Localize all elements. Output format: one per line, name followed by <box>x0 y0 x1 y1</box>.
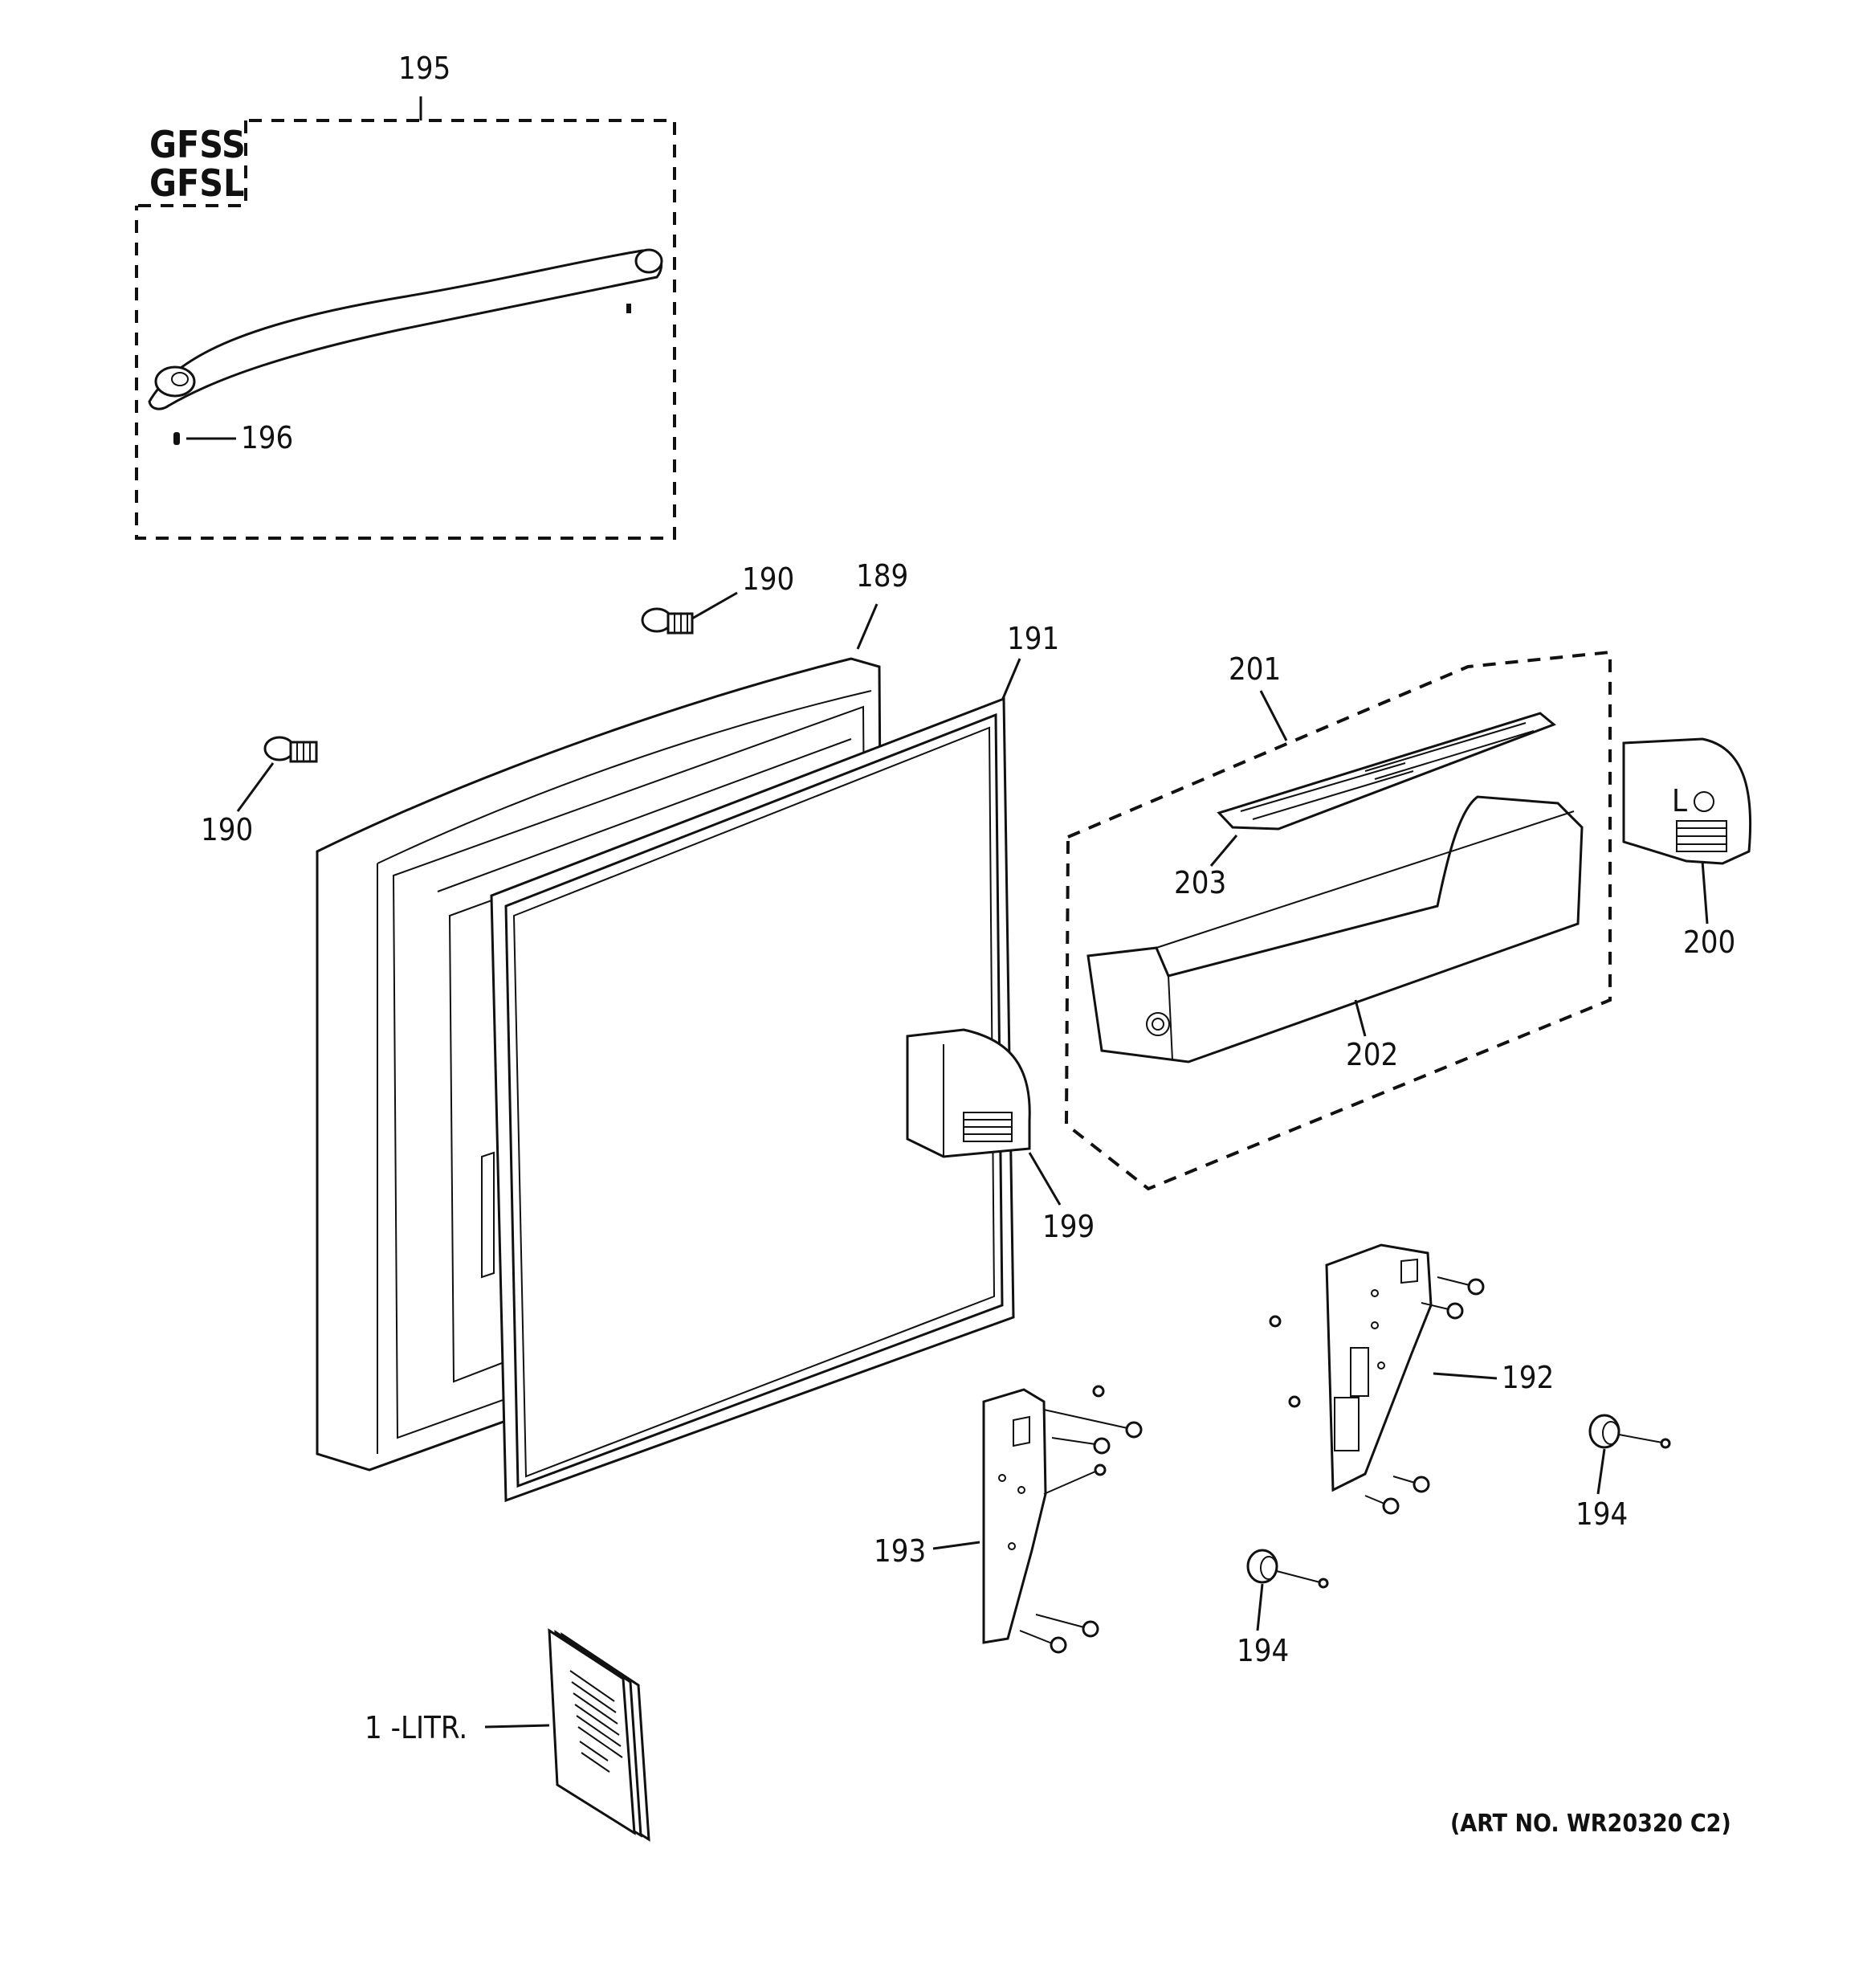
callout-196: 196 <box>241 420 293 455</box>
handle-screw-right <box>626 304 631 313</box>
handle-hole-left <box>171 372 189 386</box>
callout-199: 199 <box>1042 1209 1095 1244</box>
callout-194-right: 194 <box>1576 1496 1628 1532</box>
callout-literature: 1 -LITR. <box>365 1710 467 1745</box>
door-stop-right <box>1588 1414 1671 1449</box>
callout-190-upper: 190 <box>742 561 794 597</box>
leader-189 <box>856 603 879 650</box>
leader-190-upper <box>691 591 738 620</box>
leader-192 <box>1433 1372 1498 1380</box>
shoulder-screw-upper <box>641 607 694 635</box>
bin-kit-boundary <box>1064 650 1612 1191</box>
door-bin <box>1086 795 1584 1063</box>
bin-label-plate <box>1217 712 1556 831</box>
callout-202: 202 <box>1346 1037 1398 1072</box>
callout-192: 192 <box>1502 1360 1554 1395</box>
door-handle <box>148 249 662 410</box>
shoulder-screw-lower <box>263 736 318 763</box>
callout-200: 200 <box>1683 925 1735 960</box>
leader-190-lower <box>236 762 275 812</box>
bin-end-cap-right: L <box>1622 737 1752 865</box>
leader-litr <box>484 1724 550 1729</box>
model-label-box <box>137 120 247 207</box>
art-number: (ART NO. WR20320 C2) <box>1450 1810 1731 1838</box>
leader-193 <box>932 1541 980 1550</box>
callout-195: 195 <box>398 51 450 86</box>
leader-194-left <box>1256 1583 1264 1631</box>
handle-end-left <box>154 365 196 398</box>
handle-kit-group: GFSS GFSL 195 196 <box>135 51 676 540</box>
leader-203 <box>1209 835 1238 867</box>
literature-booklet <box>548 1628 650 1842</box>
door-gasket <box>490 696 1015 1503</box>
handle-kit-boundary <box>135 119 676 540</box>
hinge-bracket-right-screws <box>1269 1276 1485 1515</box>
svg-text:L: L <box>1672 783 1687 818</box>
callout-194-left: 194 <box>1237 1633 1289 1668</box>
hinge-bracket-right <box>1325 1243 1433 1492</box>
leader-191 <box>1001 658 1021 701</box>
hinge-bracket-left <box>982 1388 1047 1644</box>
leader-202 <box>1354 999 1367 1037</box>
leader-201 <box>1259 690 1288 741</box>
handle-set-screw <box>173 432 180 445</box>
model-label-1: GFSS <box>149 123 246 166</box>
leader-194-right <box>1596 1448 1606 1495</box>
bin-end-cap-left <box>906 1028 1031 1158</box>
callout-190-lower: 190 <box>201 812 253 847</box>
callout-203: 203 <box>1174 865 1226 900</box>
callout-191: 191 <box>1007 621 1059 656</box>
handle-end-right <box>634 248 663 274</box>
callout-201: 201 <box>1229 651 1281 687</box>
callout-193: 193 <box>874 1533 926 1569</box>
hinge-bracket-left-screws <box>1019 1385 1143 1654</box>
door-stop-left <box>1246 1549 1329 1589</box>
callout-189: 189 <box>856 558 908 594</box>
leader-199 <box>1028 1152 1062 1206</box>
leader-200 <box>1701 860 1709 925</box>
model-label-2: GFSL <box>149 161 244 205</box>
